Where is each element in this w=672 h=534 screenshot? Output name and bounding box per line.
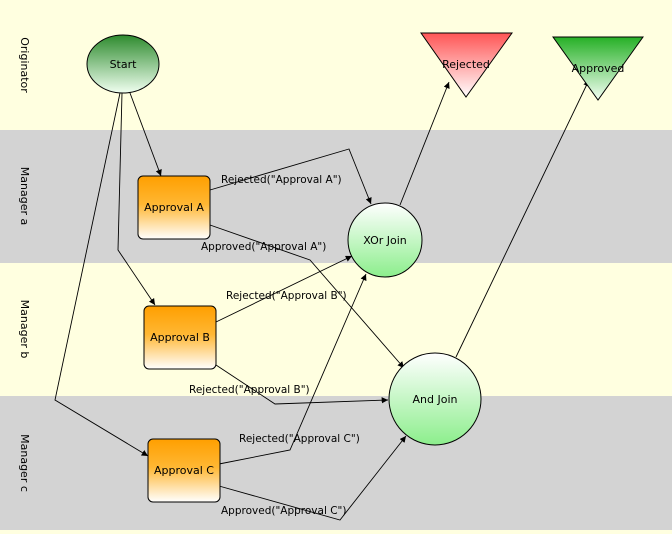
lane-label-manager-a: Manager a: [18, 167, 31, 225]
node-xor-join-label: XOr Join: [363, 234, 407, 247]
edge-approval-a-and-join[interactable]: [209, 224, 405, 369]
node-rejected-label: Rejected: [442, 58, 490, 71]
node-and-join[interactable]: And Join: [388, 352, 482, 446]
lane-manager-a: [0, 130, 672, 263]
node-rejected[interactable]: Rejected: [420, 32, 513, 98]
edge-label-approved-approval-a: Approved("Approval A"): [201, 241, 326, 253]
lane-label-manager-c: Manager c: [18, 434, 31, 492]
lane-manager-c: [0, 396, 672, 530]
lane-label-originator: Originator: [18, 37, 31, 93]
edge-and-join-approved[interactable]: [455, 79, 590, 358]
edge-labels: Rejected("Approval A") Approved("Approva…: [189, 174, 360, 517]
edge-approval-c-and-join[interactable]: [218, 435, 407, 521]
edge-approval-b-and-join[interactable]: [215, 364, 389, 405]
node-start[interactable]: Start: [86, 34, 160, 94]
edge-label-rejected-approval-b-and: Rejected("Approval B"): [189, 384, 310, 396]
edge-label-rejected-approval-a: Rejected("Approval A"): [221, 174, 342, 186]
edge-approval-b-xor-join[interactable]: [215, 255, 353, 323]
edge-label-rejected-approval-c: Rejected("Approval C"): [239, 433, 360, 445]
edge-start-approval-b[interactable]: [117, 92, 156, 306]
edge-label-rejected-approval-b-xor: Rejected("Approval B"): [226, 290, 347, 302]
node-approved[interactable]: Approved: [552, 36, 644, 101]
edge-label-approved-approval-c: Approved("Approval C"): [221, 505, 346, 517]
node-approval-a[interactable]: Approval A: [137, 175, 211, 240]
node-approval-c[interactable]: Approval C: [147, 438, 221, 503]
node-approved-label: Approved: [572, 62, 625, 75]
node-approval-a-label: Approval A: [144, 201, 204, 214]
edge-start-approval-a[interactable]: [129, 92, 162, 177]
node-approval-b-label: Approval B: [150, 331, 210, 344]
node-approval-c-label: Approval C: [154, 464, 214, 477]
edge-start-approval-c[interactable]: [54, 92, 149, 457]
edge-xor-join-rejected[interactable]: [399, 81, 450, 206]
edges: [54, 79, 590, 521]
node-start-label: Start: [110, 58, 138, 71]
node-xor-join[interactable]: XOr Join: [347, 202, 423, 278]
node-approval-b[interactable]: Approval B: [143, 305, 217, 370]
lane-label-manager-b: Manager b: [18, 300, 31, 359]
edge-approval-a-xor-join[interactable]: [209, 148, 372, 205]
node-and-join-label: And Join: [413, 393, 458, 406]
edge-approval-c-xor-join[interactable]: [218, 273, 367, 465]
lane-manager-b: [0, 263, 672, 396]
